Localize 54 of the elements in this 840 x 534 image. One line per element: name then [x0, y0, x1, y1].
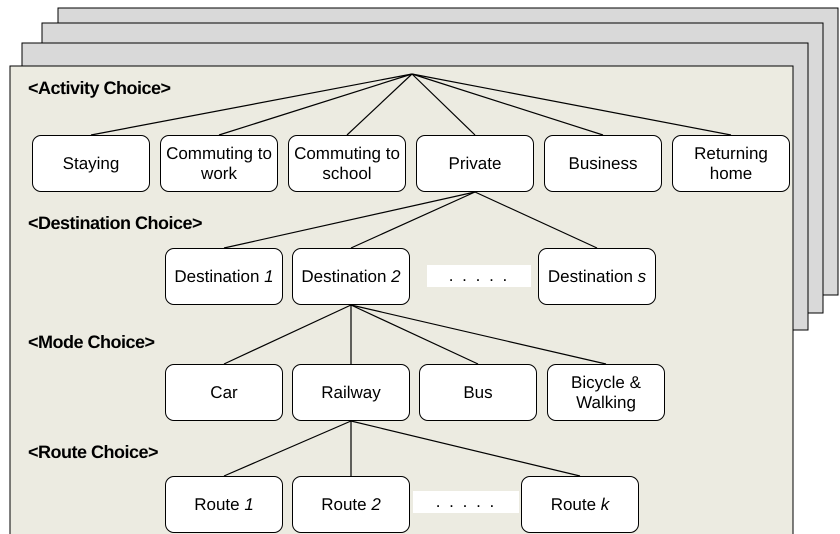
connector-line [218, 73, 412, 136]
choice-box [416, 135, 534, 192]
choice-box [419, 364, 537, 421]
level-heading: <Mode Choice> [28, 332, 155, 353]
choice-box [292, 476, 410, 533]
node-label: Commuting to work [165, 144, 273, 184]
node-label: Car [210, 382, 238, 402]
node-label: Staying [62, 154, 120, 174]
node-label: Business [568, 154, 638, 174]
node-label: Destination s [548, 266, 646, 286]
connector-line [350, 420, 580, 477]
connector-line [412, 73, 732, 136]
choice-box [292, 364, 410, 421]
node-label: Route 2 [321, 494, 381, 514]
choice-box [672, 135, 790, 192]
node-label: Route k [550, 494, 610, 514]
choice-box [538, 248, 656, 305]
connector-line [224, 420, 352, 477]
choice-box [544, 135, 662, 192]
node-label: Railway [321, 382, 381, 402]
connector-line [412, 73, 604, 136]
connector-line [350, 305, 352, 364]
choice-box [32, 135, 150, 192]
connector-line [350, 191, 476, 249]
choice-box [165, 248, 283, 305]
choice-box [160, 135, 278, 192]
connector-line [350, 304, 606, 365]
connector-line [90, 73, 412, 136]
ellipsis: . . . . . [413, 491, 519, 513]
choice-box [165, 476, 283, 533]
choice-box [547, 364, 665, 421]
node-label: Destination 1 [174, 266, 274, 286]
connector-line [224, 304, 352, 365]
connector-line [350, 304, 478, 365]
node-label: Private [448, 154, 502, 174]
connector-line [412, 74, 476, 136]
node-label: Destination 2 [301, 266, 401, 286]
choice-box [521, 476, 639, 533]
choice-box [165, 364, 283, 421]
choice-box [288, 135, 406, 192]
choice-box [292, 248, 410, 305]
level-heading: <Activity Choice> [28, 78, 171, 99]
connector-line [224, 191, 476, 249]
node-label: Bus [463, 382, 493, 402]
node-label: Returning home [693, 144, 769, 184]
connector-line [474, 191, 598, 249]
connector-line [350, 421, 352, 476]
level-heading: <Destination Choice> [28, 213, 202, 234]
node-label: Route 1 [194, 494, 254, 514]
ellipsis: . . . . . [427, 265, 531, 287]
connector-line [346, 74, 412, 136]
level-heading: <Route Choice> [28, 442, 158, 463]
node-label: Commuting to school [293, 144, 401, 184]
node-label: Bicycle & Walking [570, 372, 642, 412]
